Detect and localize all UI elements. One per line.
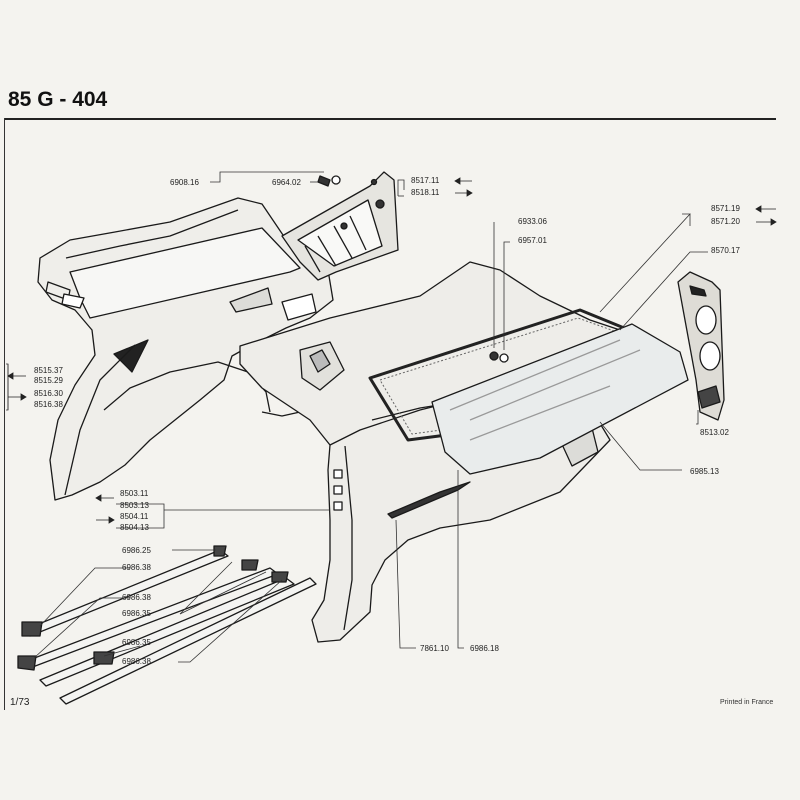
callout-8517-11: 8517.11: [411, 176, 440, 185]
fasteners: [317, 175, 509, 363]
callout-8516-38: 8516.38: [34, 400, 63, 409]
callout-6986-35-a: 6986.35: [122, 609, 151, 618]
callout-8515-29: 8515.29: [34, 376, 63, 385]
callout-8516-30: 8516.30: [34, 389, 63, 398]
callout-6957-01: 6957.01: [518, 236, 547, 245]
frame-left-border: [4, 118, 5, 710]
callout-8518-11: 8518.11: [411, 188, 440, 197]
page-number: 1/73: [10, 697, 30, 708]
callout-6986-38-b: 6986.38: [122, 593, 151, 602]
callout-6986-38-c: 6986.38: [122, 657, 151, 666]
callout-6986-35-b: 6986.35: [122, 638, 151, 647]
callout-8503-11: 8503.11: [120, 489, 149, 498]
printed-in-france-note: Printed in France: [720, 699, 774, 706]
callout-7861-10: 7861.10: [420, 644, 449, 653]
callout-6908-16: 6908.16: [170, 178, 199, 187]
left-quarter-panel: [37, 197, 334, 501]
trim-strips: [17, 545, 317, 705]
callout-6933-06: 6933.06: [518, 217, 547, 226]
rear-hatch-frame: [281, 171, 399, 281]
callout-8515-37: 8515.37: [34, 366, 63, 375]
inner-trim-panel: [677, 271, 725, 421]
callout-6964-02: 6964.02: [272, 178, 301, 187]
callout-6986-25: 6986.25: [122, 546, 151, 555]
page-title: 85 G - 404: [8, 88, 108, 111]
callout-8571-20: 8571.20: [711, 217, 740, 226]
callout-6986-38-a: 6986.38: [122, 563, 151, 572]
callout-8571-19: 8571.19: [711, 204, 740, 213]
title-rule: [4, 118, 776, 120]
callout-6985-13: 6985.13: [690, 467, 719, 476]
callout-8504-11: 8504.11: [120, 512, 149, 521]
rear-side-glass: [431, 323, 689, 475]
callout-6986-18: 6986.18: [470, 644, 499, 653]
callout-8513-02: 8513.02: [700, 428, 729, 437]
callout-8570-17: 8570.17: [711, 246, 740, 255]
callout-8503-13: 8503.13: [120, 501, 149, 510]
callout-8504-13: 8504.13: [120, 523, 149, 532]
